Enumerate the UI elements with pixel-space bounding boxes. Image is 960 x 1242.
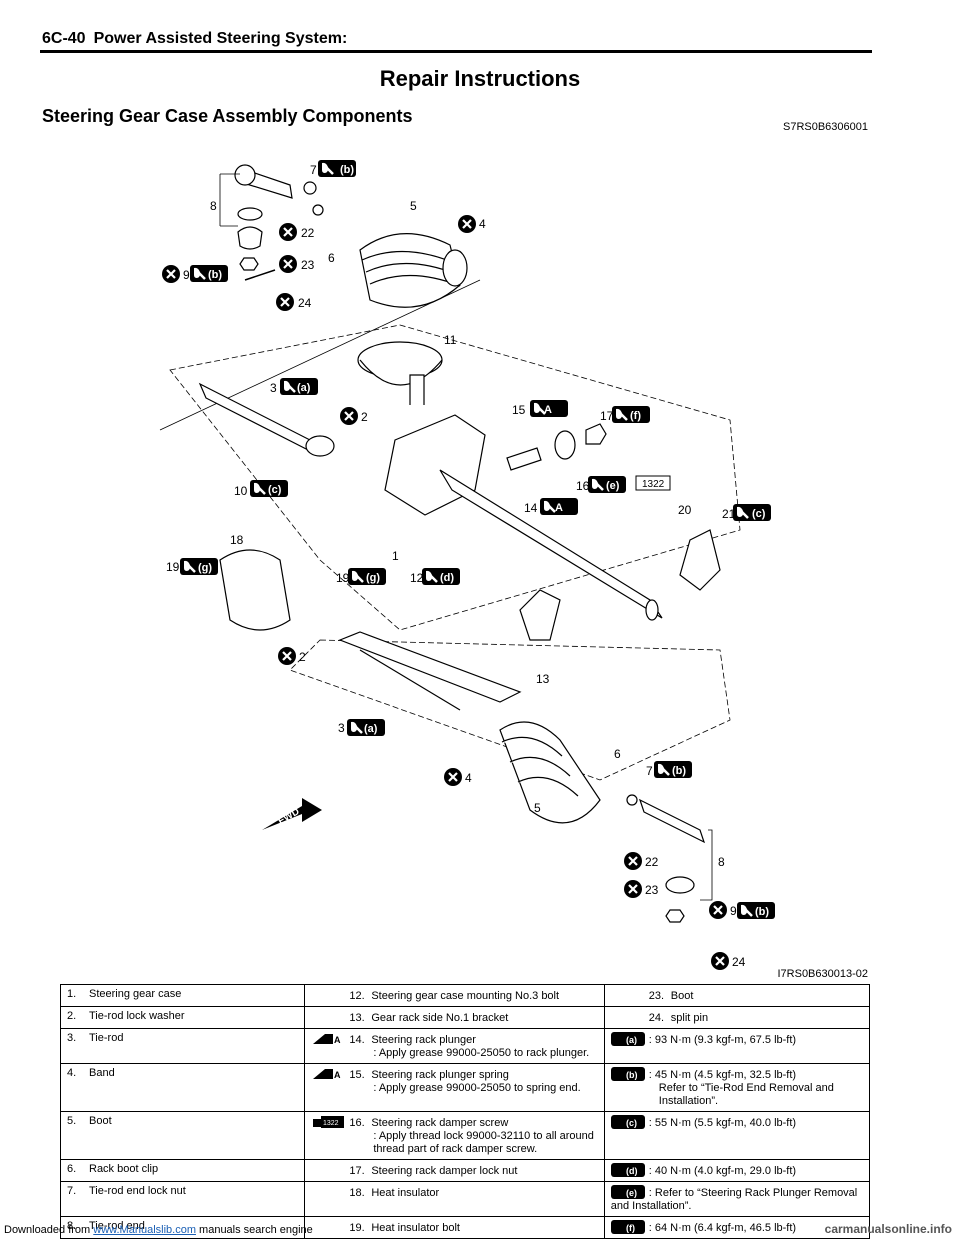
- svg-text:15: 15: [512, 403, 526, 417]
- table-row: 6.Rack boot clip 17.Steering rack damper…: [59, 1159, 871, 1182]
- page-header: 6C-40 Power Assisted Steering System:: [42, 30, 872, 52]
- svg-text:10: 10: [234, 484, 248, 498]
- figure-id: I7RS0B630013-02: [777, 968, 868, 980]
- table-row: 8.Tie-rod end 19.Heat insulator bolt (f)…: [59, 1216, 871, 1239]
- page-title: Repair Instructions: [379, 66, 581, 91]
- svg-text:(b): (b): [755, 906, 769, 918]
- svg-text:(a): (a): [364, 723, 378, 735]
- svg-text:A: A: [334, 1070, 341, 1080]
- site-watermark: carmanualsonline.info: [824, 1222, 952, 1236]
- svg-text:A: A: [334, 1035, 341, 1045]
- svg-text:3: 3: [270, 381, 277, 395]
- svg-text:11: 11: [444, 333, 457, 347]
- svg-text:(g): (g): [366, 572, 380, 584]
- svg-text:22: 22: [645, 855, 659, 869]
- section-code: S7RS0B6306001: [782, 121, 868, 133]
- svg-text:17: 17: [600, 409, 614, 423]
- svg-text:5: 5: [410, 199, 417, 213]
- svg-text:(a): (a): [297, 382, 311, 394]
- svg-text:(b): (b): [340, 164, 354, 176]
- page-number: 6C-40: [42, 30, 86, 47]
- parts-table: 1.Steering gear case 12.Steering gear ca…: [59, 984, 871, 1239]
- svg-text:FWD: FWD: [276, 806, 301, 827]
- svg-text:8: 8: [718, 855, 725, 869]
- svg-text:(e): (e): [606, 480, 620, 492]
- header-rule: [40, 50, 872, 53]
- svg-text:2: 2: [361, 410, 368, 424]
- torque-wrench-icon: (b): [610, 1067, 645, 1081]
- svg-text:19: 19: [166, 560, 180, 574]
- svg-text:1: 1: [392, 549, 399, 563]
- table-row: 1.Steering gear case 12.Steering gear ca…: [59, 984, 871, 1007]
- svg-text:A: A: [544, 404, 552, 416]
- svg-text:4: 4: [479, 217, 486, 231]
- grease-icon: A: [313, 1069, 341, 1080]
- svg-text:16: 16: [576, 479, 590, 493]
- torque-wrench-icon: (f): [610, 1220, 645, 1234]
- torque-wrench-icon: (e): [610, 1185, 645, 1199]
- svg-text:6: 6: [614, 747, 621, 761]
- svg-text:A: A: [555, 502, 563, 514]
- svg-text:(b): (b): [208, 269, 222, 281]
- footer-watermark: Downloaded from www.Manualslib.com manua…: [4, 1224, 313, 1236]
- svg-text:6: 6: [328, 251, 335, 265]
- svg-text:5: 5: [534, 801, 541, 815]
- svg-text:23: 23: [645, 883, 659, 897]
- svg-text:2: 2: [299, 650, 306, 664]
- svg-text:18: 18: [230, 533, 244, 547]
- svg-text:(c): (c): [752, 508, 766, 520]
- svg-text:1322: 1322: [323, 1120, 339, 1127]
- svg-text:12: 12: [410, 571, 424, 585]
- svg-text:(g): (g): [198, 562, 212, 574]
- svg-text:20: 20: [678, 503, 692, 517]
- svg-text:7: 7: [310, 163, 317, 177]
- table-row: 7.Tie-rod end lock nut 18.Heat insulator…: [59, 1181, 871, 1217]
- manualslib-footer-link[interactable]: www.Manualslib.com: [93, 1224, 196, 1236]
- svg-text:(b): (b): [626, 1070, 638, 1080]
- section-title: Power Assisted Steering System:: [93, 30, 348, 47]
- torque-wrench-icon: (a): [610, 1032, 645, 1046]
- svg-text:23: 23: [301, 258, 315, 272]
- svg-text:9: 9: [730, 904, 737, 918]
- svg-text:(d): (d): [440, 572, 454, 584]
- svg-text:(e): (e): [626, 1188, 637, 1198]
- exploded-diagram: 7(b) 8 5 4 22 6 23 9(b) 24 11: [159, 158, 777, 972]
- grease-icon: A: [313, 1034, 341, 1045]
- svg-text:19: 19: [336, 571, 350, 585]
- svg-text:3: 3: [338, 721, 345, 735]
- svg-text:21: 21: [722, 507, 736, 521]
- svg-text:1322: 1322: [642, 479, 665, 490]
- thread-lock-icon: 1322: [313, 1116, 345, 1128]
- svg-text:(f): (f): [630, 410, 641, 422]
- svg-text:(c): (c): [626, 1118, 637, 1128]
- svg-text:(a): (a): [626, 1035, 637, 1045]
- torque-wrench-icon: (d): [610, 1163, 645, 1177]
- svg-text:(c): (c): [268, 484, 282, 496]
- svg-text:(b): (b): [672, 765, 686, 777]
- torque-wrench-icon: (c): [610, 1115, 645, 1129]
- svg-text:8: 8: [210, 199, 217, 213]
- component-subtitle: Steering Gear Case Assembly Components: [42, 106, 413, 126]
- svg-text:24: 24: [298, 296, 312, 310]
- svg-text:(d): (d): [626, 1166, 638, 1176]
- svg-text:4: 4: [465, 771, 472, 785]
- svg-text:13: 13: [536, 672, 550, 686]
- svg-text:7: 7: [646, 764, 653, 778]
- table-row: 2.Tie-rod lock washer 13.Gear rack side …: [59, 1006, 871, 1029]
- svg-text:22: 22: [301, 226, 315, 240]
- svg-text:14: 14: [524, 501, 538, 515]
- svg-text:(f): (f): [626, 1223, 635, 1233]
- svg-text:24: 24: [732, 955, 746, 969]
- svg-text:9: 9: [183, 268, 190, 282]
- download-watermark: Downloaded from www.Manualslib.com manua…: [0, 0, 16, 1242]
